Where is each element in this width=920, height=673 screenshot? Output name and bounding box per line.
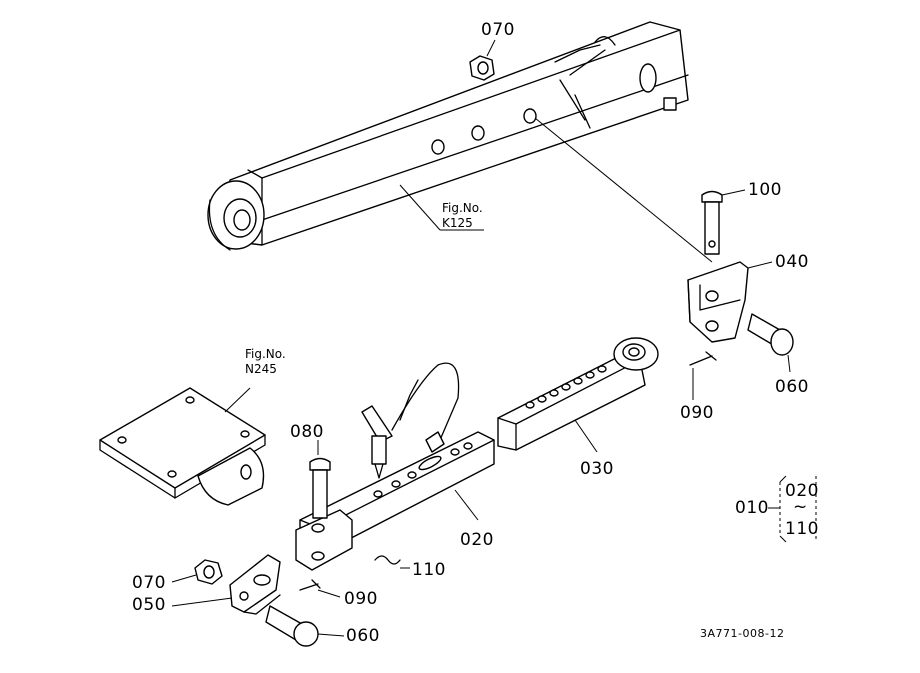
label-110: 110	[412, 560, 446, 580]
pin-100: 100	[701, 180, 782, 255]
lower-link-arm	[207, 21, 689, 251]
range-to: 110	[785, 519, 819, 539]
bolt-060-right: 060	[747, 313, 809, 397]
drawing-code: 3A771-008-12	[700, 627, 784, 640]
label-050: 050	[132, 595, 166, 615]
outer-tube-020: 020	[295, 431, 495, 571]
label-090-bottom: 090	[344, 589, 378, 609]
clevis-plate-050: 050	[132, 554, 281, 615]
nut-070-top: 070	[469, 20, 515, 81]
label-020: 020	[460, 530, 494, 550]
label-060-right: 060	[775, 377, 809, 397]
n245-title: Fig.No.	[245, 347, 286, 361]
range-tilde: ~	[793, 497, 808, 517]
leader-arm-to-bracket	[534, 117, 713, 263]
inner-bar-030: 030	[497, 337, 659, 479]
cotter-pin-090-bottom: 090	[299, 579, 378, 609]
nut-070-bottom: 070	[132, 559, 223, 593]
label-080: 080	[290, 422, 324, 442]
mounting-plate	[99, 387, 266, 506]
n245-code: N245	[245, 362, 277, 376]
label-100: 100	[748, 180, 782, 200]
bolt-060-bottom: 060	[265, 605, 380, 647]
figure-ref-k125: Fig.No. K125	[399, 184, 484, 231]
cotter-pin-090-right: 090	[680, 351, 717, 423]
label-070-top: 070	[481, 20, 515, 40]
range-from: 020	[785, 481, 819, 501]
range-note: 010 020 ~ 110	[735, 475, 819, 543]
chain-lynch-pin	[361, 362, 460, 479]
label-040: 040	[775, 252, 809, 272]
bracket-040: 040	[687, 252, 809, 343]
label-030: 030	[580, 459, 614, 479]
spring-pin-110: 110	[374, 555, 446, 580]
k125-title: Fig.No.	[442, 201, 483, 215]
label-070-bottom: 070	[132, 573, 166, 593]
figure-ref-n245: Fig.No. N245	[224, 347, 286, 413]
k125-code: K125	[442, 216, 473, 230]
pin-080: 080	[290, 422, 331, 519]
label-060-bottom: 060	[346, 626, 380, 646]
label-090-right: 090	[680, 403, 714, 423]
range-parent: 010	[735, 498, 769, 518]
